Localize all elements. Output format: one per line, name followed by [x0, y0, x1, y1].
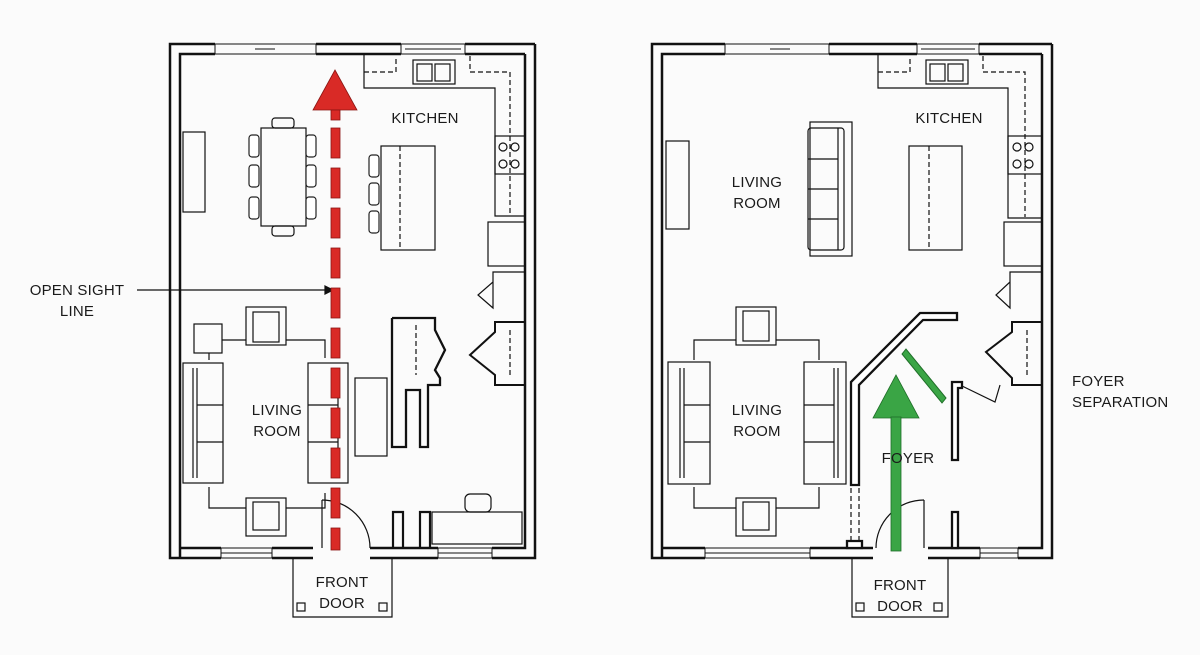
right-living-line1: LIVING: [731, 402, 783, 419]
left-front-line1: FRONT: [315, 574, 369, 591]
right-living-top-line1: LIVING: [731, 174, 783, 191]
right-front-door-label: FRONT DOOR: [854, 575, 946, 617]
callout-line2: LINE: [59, 303, 95, 320]
left-living-line1: LIVING: [251, 402, 303, 419]
callout-line2: SEPARATION: [1072, 394, 1169, 411]
callout-line1: OPEN SIGHT: [29, 282, 125, 299]
callout-line1: FOYER: [1072, 373, 1125, 390]
right-living-top-line2: ROOM: [733, 195, 781, 212]
foyer-arrow: [872, 374, 920, 552]
right-front-line1: FRONT: [873, 577, 927, 594]
right-living-room-label: LIVING ROOM: [712, 400, 802, 442]
left-living-room-label: LIVING ROOM: [232, 400, 322, 442]
left-front-line2: DOOR: [319, 595, 365, 612]
left-floor-plan: [137, 42, 537, 618]
open-sight-line-arrow: [312, 69, 358, 551]
right-front-line2: DOOR: [877, 598, 923, 615]
right-living-room-label-top: LIVING ROOM: [712, 172, 802, 214]
left-front-door-label: FRONT DOOR: [296, 572, 388, 614]
left-living-line2: ROOM: [253, 423, 301, 440]
foyer-separation-callout: FOYER SEPARATION: [1072, 371, 1192, 413]
open-sight-line-callout: OPEN SIGHT LINE: [14, 280, 140, 322]
right-floor-plan: [650, 42, 1054, 618]
foyer-separation-panel: [901, 348, 947, 404]
right-living-line2: ROOM: [733, 423, 781, 440]
foyer-label: FOYER: [881, 450, 935, 467]
left-kitchen-label: KITCHEN: [391, 110, 459, 127]
right-kitchen-label: KITCHEN: [915, 110, 983, 127]
